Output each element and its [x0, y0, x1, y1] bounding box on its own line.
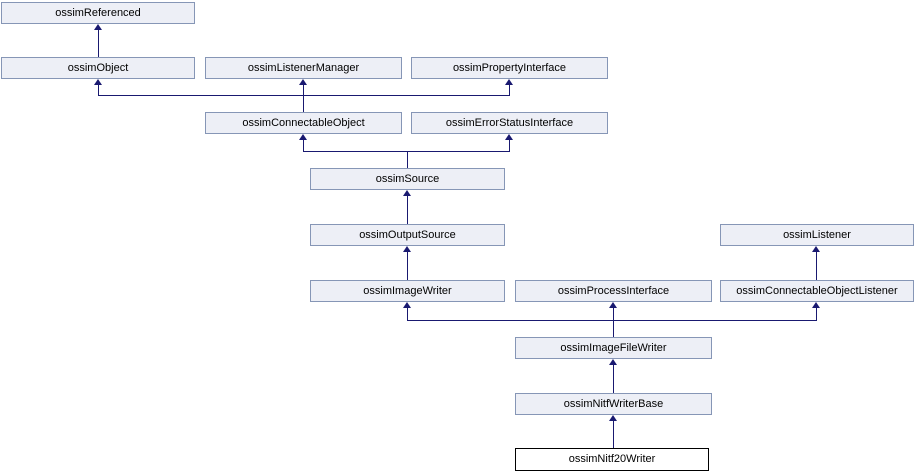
edge-stub-ossimImageWriter [407, 306, 408, 321]
arrowhead-to-ossimImageFileWriter [609, 359, 617, 365]
arrowhead-to-ossimConnectableObjectListener [812, 302, 820, 308]
edge-stub-ossimConnectableObjectListener [816, 306, 817, 321]
edge-ossimNitfWriterBase-to-ossimImageFileWriter [613, 363, 614, 393]
edge-stub-ossimObject [98, 83, 99, 96]
arrowhead-to-ossimImageWriter [403, 302, 411, 308]
edge-ossimOutputSource-to-ossimSource [407, 194, 408, 224]
node-ossimConnectableObjectListener[interactable]: ossimConnectableObjectListener [720, 280, 914, 302]
edge-bus-ossimConnectableObject-parents [98, 95, 510, 96]
edge-drop-ossimSource [407, 151, 408, 168]
edge-ossimNitf20Writer-to-ossimNitfWriterBase [613, 419, 614, 448]
edge-stub-ossimErrorStatusInterface [509, 138, 510, 152]
arrowhead-to-ossimOutputSource [403, 246, 411, 252]
edge-stub-ossimPropertyInterface [509, 83, 510, 96]
node-ossimNitf20Writer: ossimNitf20Writer [515, 448, 709, 471]
edge-ossimImageWriter-to-ossimOutputSource [407, 250, 408, 280]
arrowhead-to-ossimListener [812, 246, 820, 252]
arrowhead-to-ossimErrorStatusInterface [505, 134, 513, 140]
edge-bus-ossimSource-parents [303, 151, 510, 152]
node-ossimConnectableObject[interactable]: ossimConnectableObject [205, 112, 402, 134]
node-ossimPropertyInterface[interactable]: ossimPropertyInterface [411, 57, 608, 79]
node-ossimReferenced[interactable]: ossimReferenced [1, 2, 195, 24]
edge-ossimObject-to-ossimReferenced [98, 28, 99, 57]
node-ossimSource[interactable]: ossimSource [310, 168, 505, 190]
arrowhead-to-ossimReferenced [94, 24, 102, 30]
edge-stub-ossimListenerManager [303, 83, 304, 112]
node-ossimImageFileWriter[interactable]: ossimImageFileWriter [515, 337, 712, 359]
arrowhead-to-ossimNitfWriterBase [609, 415, 617, 421]
node-ossimOutputSource[interactable]: ossimOutputSource [310, 224, 505, 246]
node-ossimImageWriter[interactable]: ossimImageWriter [310, 280, 505, 302]
arrowhead-to-ossimConnectableObject [299, 134, 307, 140]
node-ossimNitfWriterBase[interactable]: ossimNitfWriterBase [515, 393, 712, 415]
edge-stub-ossimProcessInterface [613, 306, 614, 337]
node-ossimListener[interactable]: ossimListener [720, 224, 914, 246]
edge-bus-ossimImageFileWriter-parents [407, 320, 817, 321]
arrowhead-to-ossimProcessInterface [609, 302, 617, 308]
arrowhead-to-ossimListenerManager [299, 79, 307, 85]
node-ossimProcessInterface[interactable]: ossimProcessInterface [515, 280, 712, 302]
node-ossimObject[interactable]: ossimObject [1, 57, 195, 79]
node-ossimListenerManager[interactable]: ossimListenerManager [205, 57, 402, 79]
arrowhead-to-ossimObject [94, 79, 102, 85]
arrowhead-to-ossimSource [403, 190, 411, 196]
edge-ossimConnectableObjectListener-to-ossimListener [816, 250, 817, 280]
node-ossimErrorStatusInterface[interactable]: ossimErrorStatusInterface [411, 112, 608, 134]
arrowhead-to-ossimPropertyInterface [505, 79, 513, 85]
edge-stub-ossimConnectableObject [303, 138, 304, 152]
